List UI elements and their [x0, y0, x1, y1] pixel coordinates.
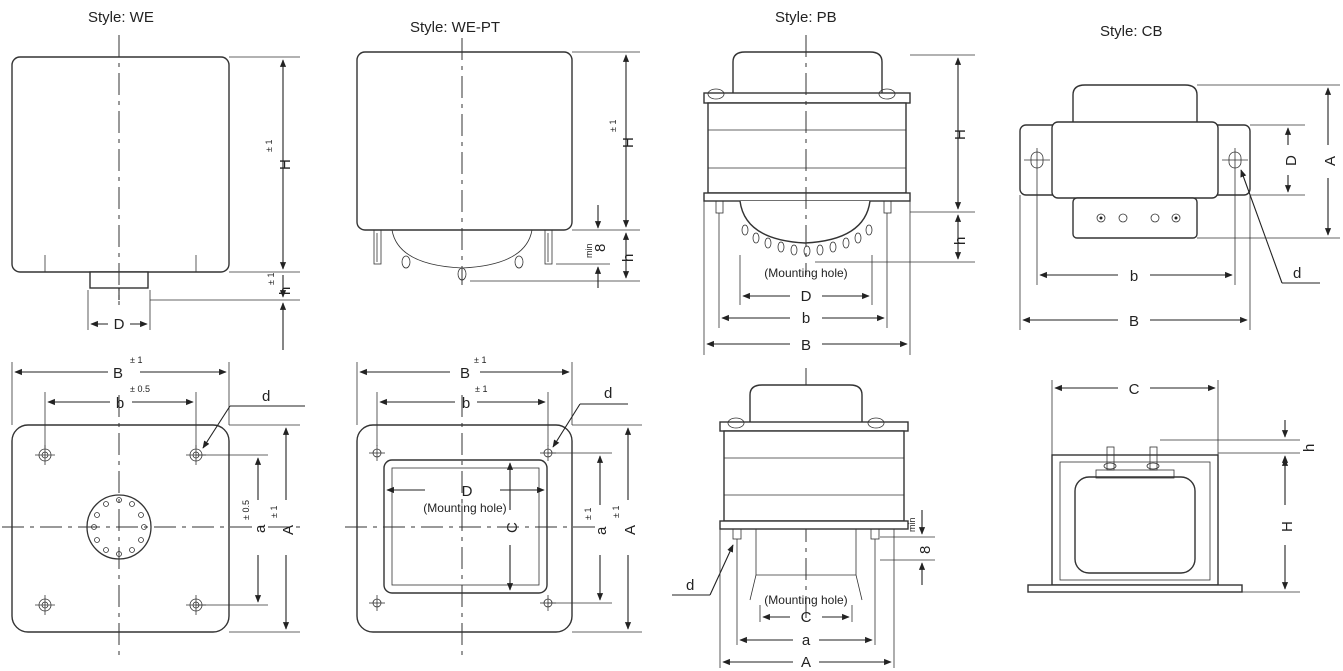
we-H-label: H	[277, 159, 294, 170]
pb-a-label: a	[802, 632, 811, 649]
we-A-tol: ± 1	[269, 506, 279, 518]
pb-B-label: B	[801, 337, 811, 354]
we-pt-B-label: B	[460, 365, 470, 382]
we-A-label: A	[280, 525, 297, 535]
cb-top-cover	[1072, 84, 1198, 122]
we-h-label: h	[277, 287, 294, 295]
cb-h-label: h	[1301, 444, 1318, 452]
we-h-tol: ± 1	[266, 273, 276, 285]
we-pt-mounting-hole-note: (Mounting hole)	[423, 501, 506, 515]
cb-slot-holes	[1024, 148, 1248, 172]
pb-mounting-hole-note-1: (Mounting hole)	[764, 266, 847, 280]
we-pt-b-tol: ± 1	[475, 384, 487, 394]
cb-b-label: b	[1130, 268, 1138, 285]
style-we-group: Style: WE H ± 1 h ± 1 D	[2, 9, 305, 660]
style-cb-title: Style: CB	[1100, 23, 1163, 40]
pb-terminal-base	[739, 200, 871, 244]
cb-d-label: d	[1293, 265, 1301, 282]
we-H-tol: ± 1	[264, 140, 274, 152]
cb-H-label: H	[1279, 521, 1296, 532]
style-pb-group: Style: PB H h (Mounting ho	[672, 9, 975, 671]
pb-D-label: D	[801, 288, 812, 305]
pb-A-label: A	[801, 654, 811, 671]
style-pb-title: Style: PB	[775, 9, 837, 26]
we-B-tol: ± 1	[130, 355, 142, 365]
cb-terminal-screws	[1096, 213, 1181, 223]
cb-D-label: D	[1283, 155, 1300, 166]
we-pt-B-tol: ± 1	[474, 355, 486, 365]
we-side-body	[11, 56, 230, 273]
we-pt-A-label: A	[622, 525, 639, 535]
we-pt-side-body	[356, 51, 573, 231]
we-pt-a-label: a	[593, 526, 610, 535]
style-we-pt-group: Style: WE-PT H ± 1 h 8 min	[345, 19, 642, 660]
pb-min-value: 8	[917, 546, 934, 554]
we-top-body	[11, 424, 230, 633]
style-we-pt-title: Style: WE-PT	[410, 19, 500, 36]
pb-core	[707, 102, 907, 194]
we-pt-b-label: b	[462, 395, 470, 412]
pb-d-label: d	[686, 577, 694, 594]
we-pt-H-label: H	[620, 137, 637, 148]
cb-core	[1051, 121, 1219, 199]
we-B-label: B	[113, 365, 123, 382]
pb-h-label: h	[952, 237, 969, 245]
pb-top-cover	[732, 51, 883, 93]
cb-B-label: B	[1129, 313, 1139, 330]
we-pt-h-label: h	[620, 254, 637, 262]
pb-terminals	[741, 224, 873, 257]
pb-b-label: b	[802, 310, 810, 327]
we-a-tol: ± 0.5	[241, 500, 251, 520]
we-pt-min-label: min	[584, 243, 594, 258]
pb-min-label: min	[907, 517, 917, 532]
pb-side-core	[723, 430, 905, 522]
we-a-label: a	[252, 524, 269, 533]
style-we-title: Style: WE	[88, 9, 154, 26]
cb-base-plate	[1027, 584, 1243, 593]
we-socket-top	[86, 494, 152, 560]
cb-A-label: A	[1322, 156, 1339, 166]
cb-front-coil	[1074, 476, 1196, 574]
we-pt-D-label: D	[462, 483, 473, 500]
we-pt-d-label: d	[604, 385, 612, 402]
we-pt-min-value: 8	[592, 244, 609, 252]
pb-C-label: C	[801, 609, 812, 626]
we-pt-mount-holes	[369, 445, 556, 611]
style-cb-group: Style: CB d D A	[1019, 23, 1340, 593]
pb-side-top-cover	[749, 384, 863, 422]
we-b-label: b	[116, 395, 124, 412]
cb-terminal-block	[1072, 197, 1198, 239]
we-D-label: D	[114, 316, 125, 333]
we-pt-H-tol: ± 1	[608, 120, 618, 132]
we-pt-A-tol: ± 1	[611, 506, 621, 518]
cb-lug-2	[1149, 446, 1158, 471]
we-b-tol: ± 0.5	[130, 384, 150, 394]
cb-lug-1	[1106, 446, 1115, 471]
pb-H-label: H	[952, 129, 969, 140]
we-pt-C-label: C	[504, 522, 521, 533]
we-pt-a-tol: ± 1	[583, 508, 593, 520]
pb-mounting-hole-note-2: (Mounting hole)	[764, 593, 847, 607]
we-d-label: d	[262, 388, 270, 405]
cb-C-label: C	[1129, 381, 1140, 398]
